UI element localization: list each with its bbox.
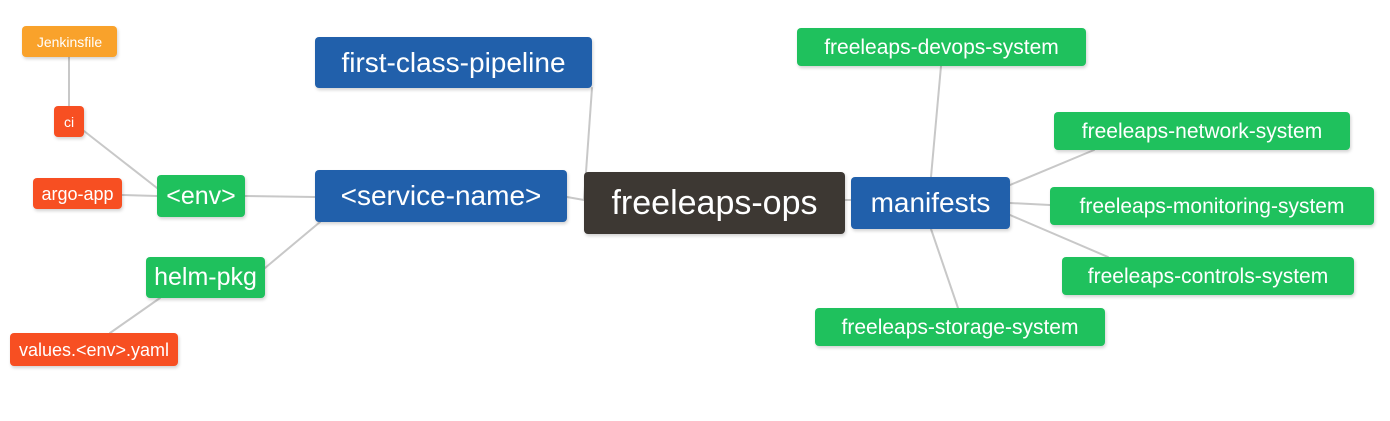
- node-label-argo-app: argo-app: [41, 183, 114, 204]
- node-label-ci: ci: [63, 113, 75, 130]
- node-label-freeleaps-devops-system: freeleaps-devops-system: [824, 35, 1059, 59]
- node-manifests[interactable]: manifests: [851, 177, 1010, 229]
- node-freeleaps-monitoring-system[interactable]: freeleaps-monitoring-system: [1050, 187, 1374, 225]
- node-argo-app[interactable]: argo-app: [33, 178, 122, 209]
- edge-manifests-to-freeleaps-network-system: [1009, 149, 1095, 186]
- edge-env-to-argo-app: [121, 194, 158, 197]
- node-label-freeleaps-network-system: freeleaps-network-system: [1081, 119, 1323, 143]
- node-freeleaps-network-system[interactable]: freeleaps-network-system: [1054, 112, 1350, 150]
- node-label-freeleaps-monitoring-system: freeleaps-monitoring-system: [1079, 194, 1345, 218]
- edge-service-name-to-helm-pkg: [264, 221, 321, 269]
- node-helm-pkg[interactable]: helm-pkg: [146, 257, 265, 298]
- node-service-name[interactable]: <service-name>: [315, 170, 567, 222]
- node-label-freeleaps-ops: freeleaps-ops: [611, 184, 818, 222]
- edge-manifests-to-freeleaps-monitoring-system: [1009, 202, 1051, 206]
- node-label-values-env-yaml: values.<env>.yaml: [18, 339, 170, 360]
- node-first-class-pipeline[interactable]: first-class-pipeline: [315, 37, 592, 88]
- node-label-first-class-pipeline: first-class-pipeline: [341, 46, 566, 78]
- edge-helm-pkg-to-values-env-yaml: [109, 297, 161, 334]
- node-env[interactable]: <env>: [157, 175, 245, 217]
- node-label-freeleaps-controls-system: freeleaps-controls-system: [1087, 264, 1329, 288]
- edge-freeleaps-ops-to-service-name: [566, 196, 585, 201]
- node-label-freeleaps-storage-system: freeleaps-storage-system: [841, 315, 1079, 339]
- node-label-manifests: manifests: [870, 187, 991, 218]
- edge-service-name-to-env: [244, 195, 316, 198]
- node-values-env-yaml[interactable]: values.<env>.yaml: [10, 333, 178, 366]
- node-label-service-name: <service-name>: [340, 180, 542, 211]
- node-freeleaps-controls-system[interactable]: freeleaps-controls-system: [1062, 257, 1354, 295]
- node-freeleaps-devops-system[interactable]: freeleaps-devops-system: [797, 28, 1086, 66]
- node-label-helm-pkg: helm-pkg: [154, 263, 257, 291]
- node-freeleaps-ops[interactable]: freeleaps-ops: [584, 172, 845, 234]
- edge-manifests-to-freeleaps-storage-system: [930, 228, 959, 309]
- edge-manifests-to-freeleaps-devops-system: [930, 65, 942, 178]
- node-freeleaps-storage-system[interactable]: freeleaps-storage-system: [815, 308, 1105, 346]
- node-jenkinsfile[interactable]: Jenkinsfile: [22, 26, 117, 57]
- node-ci[interactable]: ci: [54, 106, 84, 137]
- node-label-env: <env>: [166, 181, 236, 210]
- node-label-jenkinsfile: Jenkinsfile: [36, 33, 103, 50]
